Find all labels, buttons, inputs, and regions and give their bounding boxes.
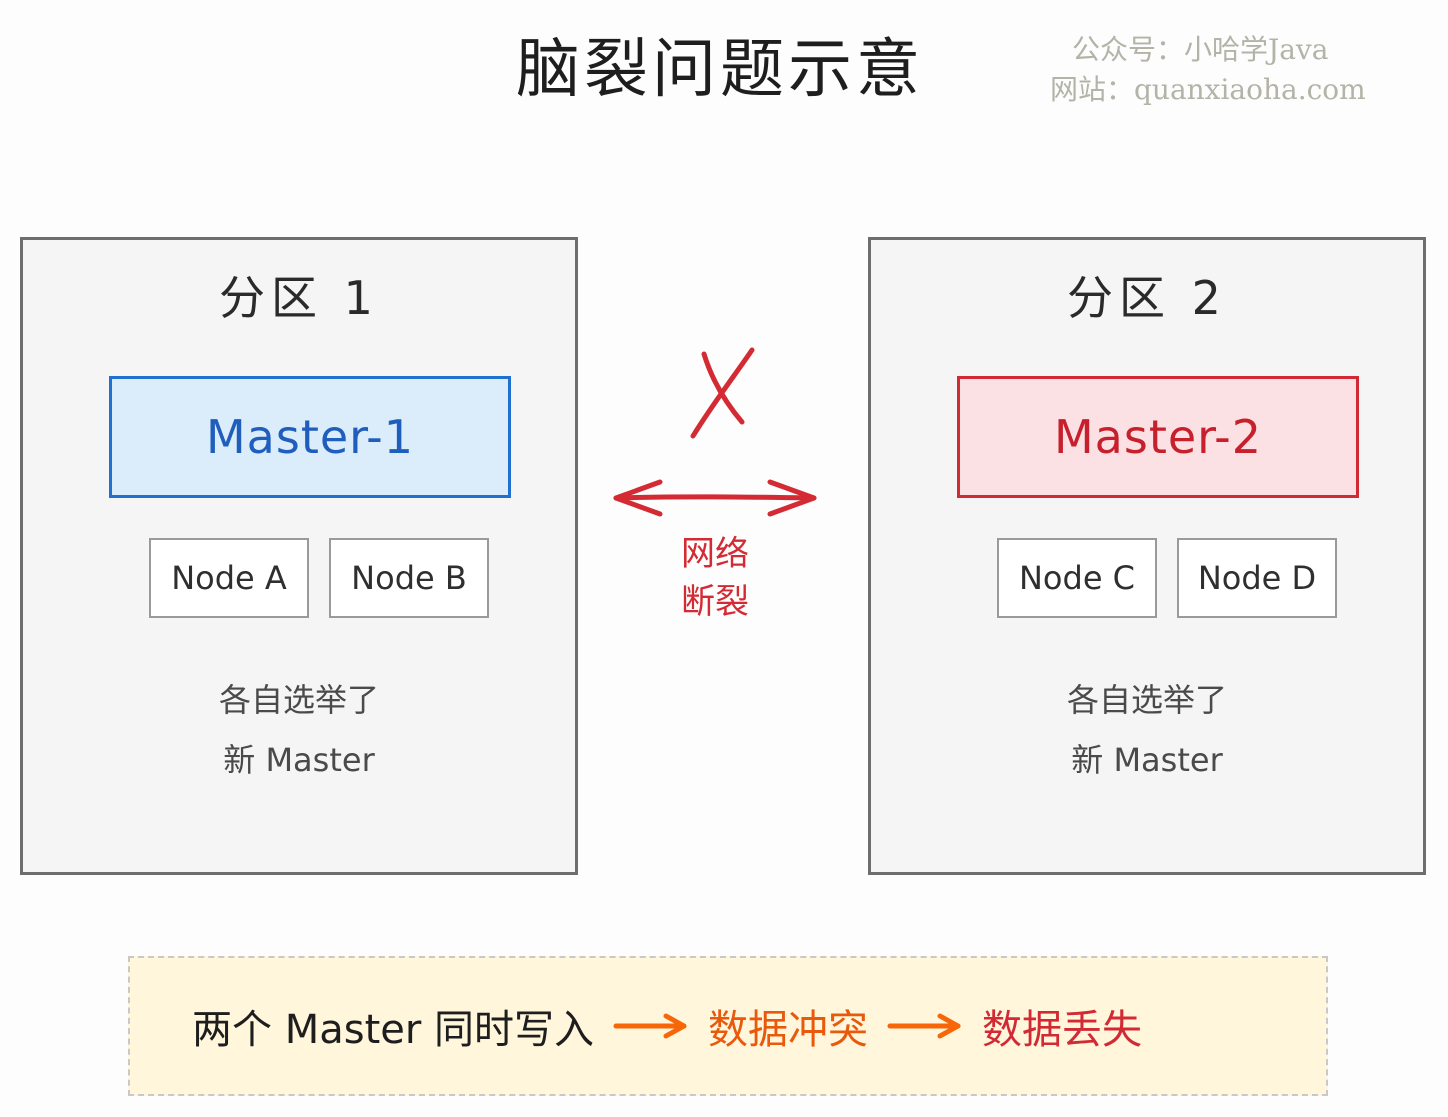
- summary-cause: 两个 Master 同时写入: [192, 1007, 595, 1053]
- partition-1-note: 各自选举了 新 Master: [23, 670, 575, 790]
- node-b-box: Node B: [329, 538, 489, 618]
- partition-1: 分区 1 Master-1 Node A Node B 各自选举了 新 Mast…: [20, 237, 578, 875]
- bidirectional-arrow-icon: [613, 479, 817, 517]
- watermark-website: 网站：quanxiaoha.com: [1050, 73, 1366, 106]
- partition-1-note-line1: 各自选举了: [218, 681, 379, 719]
- watermark-wechat: 公众号：小哈学Java: [1072, 33, 1329, 66]
- node-b-label: Node B: [351, 559, 467, 597]
- master-2-label: Master-2: [1053, 410, 1262, 464]
- node-a-label: Node A: [171, 559, 287, 597]
- summary-data-conflict: 数据冲突: [708, 1007, 869, 1053]
- network-break: 网络 断裂: [600, 340, 830, 640]
- page-title: 脑裂问题示意: [516, 33, 924, 107]
- partition-2-note-line1: 各自选举了: [1066, 681, 1227, 719]
- node-c-box: Node C: [997, 538, 1157, 618]
- master-1-label: Master-1: [205, 410, 414, 464]
- consequence-summary: 两个 Master 同时写入 数据冲突 数据丢失: [128, 956, 1328, 1096]
- node-a-box: Node A: [149, 538, 309, 618]
- network-break-graphic: [613, 347, 817, 517]
- partition-1-title: 分区 1: [219, 271, 379, 325]
- partition-1-note-line2: 新 Master: [223, 741, 375, 779]
- network-break-label-line2: 断裂: [681, 582, 749, 622]
- network-break-label: 网络 断裂: [600, 530, 830, 626]
- node-d-label: Node D: [1197, 559, 1317, 597]
- partition-2-title: 分区 2: [1067, 271, 1227, 325]
- arrow-right-icon: [887, 1013, 961, 1039]
- arrow-right-icon: [613, 1013, 687, 1039]
- node-d-box: Node D: [1177, 538, 1337, 618]
- break-x-icon: [690, 347, 755, 439]
- partition-2: 分区 2 Master-2 Node C Node D 各自选举了 新 Mast…: [868, 237, 1426, 875]
- network-break-label-line1: 网络: [681, 534, 749, 574]
- partition-2-note-line2: 新 Master: [1071, 741, 1223, 779]
- partition-2-note: 各自选举了 新 Master: [871, 670, 1423, 790]
- master-1-box: Master-1: [109, 376, 511, 498]
- watermark: 公众号：小哈学Java 网站：quanxiaoha.com: [1050, 30, 1366, 110]
- master-2-box: Master-2: [957, 376, 1359, 498]
- summary-data-loss: 数据丢失: [982, 1007, 1143, 1053]
- node-c-label: Node C: [1018, 559, 1136, 597]
